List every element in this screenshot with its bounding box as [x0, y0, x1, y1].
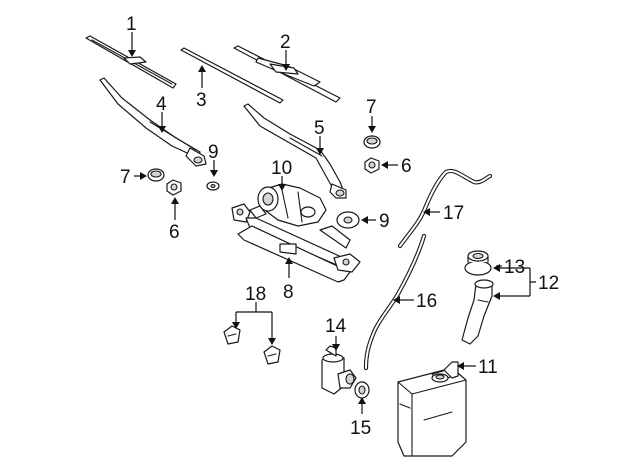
callout-3: 3 [196, 90, 207, 111]
callout-8: 8 [283, 282, 294, 303]
washer-nozzle-right-part[interactable] [263, 345, 281, 365]
blade-refill-part[interactable] [180, 47, 284, 104]
washer-nozzle-left-part[interactable] [223, 325, 241, 345]
callout-7-left: 7 [120, 167, 131, 188]
wiper-linkage-part[interactable] [231, 203, 361, 283]
callout-18: 18 [245, 284, 266, 305]
filler-neck-part[interactable] [461, 279, 494, 345]
callout-11: 11 [478, 357, 498, 378]
callout-4: 4 [156, 94, 167, 115]
wiper-arm-left-part[interactable] [99, 77, 207, 167]
filler-grommet-part[interactable] [464, 250, 492, 276]
callout-9-right: 9 [379, 211, 390, 232]
callout-leaders [128, 32, 536, 414]
nut-right-part[interactable] [364, 157, 380, 174]
callout-13: 13 [504, 257, 525, 278]
wiper-arm-right-part[interactable] [243, 103, 347, 199]
callout-6-right: 6 [401, 156, 412, 177]
nut-left-part[interactable] [166, 179, 182, 196]
callout-6-left: 6 [169, 222, 180, 243]
callout-9-left: 9 [208, 142, 219, 163]
callout-10: 10 [271, 158, 292, 179]
washer-right-part[interactable] [336, 211, 360, 229]
callout-17: 17 [443, 203, 464, 224]
callout-numbers: 1 2 3 4 5 6 6 7 7 8 9 9 10 11 12 13 14 1… [120, 14, 559, 439]
cap-right-part[interactable] [363, 135, 381, 149]
callout-1: 1 [126, 14, 137, 35]
callout-15: 15 [350, 418, 371, 439]
washer-pump-part[interactable] [321, 345, 357, 395]
callout-2: 2 [280, 32, 291, 53]
wiper-motor-part[interactable] [249, 183, 327, 227]
washer-hose-upper-part[interactable] [397, 168, 493, 249]
callout-16: 16 [416, 291, 437, 312]
pump-grommet-part[interactable] [354, 381, 370, 399]
washer-reservoir-part[interactable] [397, 361, 467, 457]
washer-hose-long-part[interactable] [363, 233, 427, 371]
callout-7-right: 7 [366, 97, 377, 118]
callout-14: 14 [325, 316, 347, 337]
cap-left-part[interactable] [147, 168, 165, 182]
wiper-blade-right-part[interactable] [233, 45, 341, 103]
wiper-blade-left-part[interactable] [85, 35, 177, 89]
callout-5: 5 [314, 118, 325, 139]
washer-left-part[interactable] [206, 181, 220, 191]
callout-12: 12 [538, 273, 559, 294]
